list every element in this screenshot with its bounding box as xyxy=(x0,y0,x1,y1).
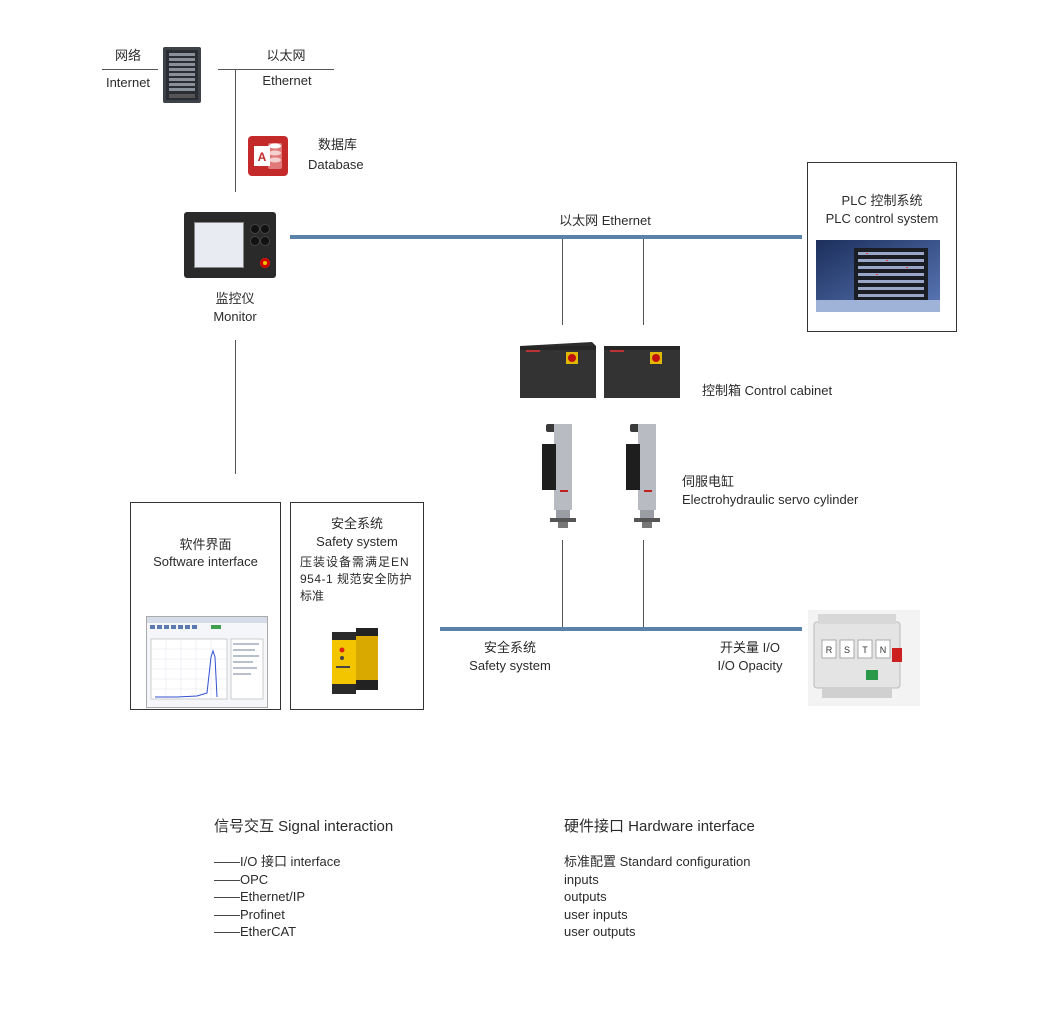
control-cabinet-image-1 xyxy=(520,342,596,398)
internet-underline xyxy=(102,69,158,70)
safety-box-desc-line1: 压装设备需满足EN xyxy=(300,555,410,569)
cylinder-bus-connector-2 xyxy=(643,540,644,627)
safety-box-desc-line3: 标准 xyxy=(300,589,325,603)
bus-cabinet-connector-2 xyxy=(643,239,644,325)
monitor-knob xyxy=(250,236,260,246)
safety-bus-line xyxy=(440,627,802,631)
signal-item: ——EtherCAT xyxy=(214,924,297,939)
servo-cylinder-image-2 xyxy=(626,424,660,528)
hardware-item: user inputs xyxy=(564,906,628,922)
safety-bus-label-cn: 安全系统 xyxy=(483,640,536,655)
monitor-software-connector xyxy=(235,340,236,474)
servo-cylinder-image-1 xyxy=(542,424,576,528)
ethernet-top-label-en: Ethernet xyxy=(262,73,312,88)
monitor-label-en: Monitor xyxy=(213,309,257,324)
io-label-cn: 开关量 I/O xyxy=(720,640,780,655)
servo-cylinder-label-en: Electrohydraulic servo cylinder xyxy=(682,492,859,507)
internet-label-en: Internet xyxy=(105,75,151,90)
safety-system-box: 安全系统 Safety system 压装设备需满足EN 954-1 规范安全防… xyxy=(290,502,424,710)
database-icon: A xyxy=(248,136,288,176)
monitor-knob xyxy=(260,236,270,246)
svg-text:R: R xyxy=(826,645,833,655)
plc-rack-image xyxy=(816,240,940,312)
servo-cylinder-label-cn: 伺服电缸 xyxy=(682,474,735,489)
hardware-item: inputs xyxy=(564,871,599,887)
hardware-item: 标准配置 Standard configuration xyxy=(564,854,751,869)
safety-relay-image xyxy=(332,628,378,694)
safety-bus-label-en: Safety system xyxy=(469,658,551,673)
safety-box-desc-line2: 954-1 规范安全防护 xyxy=(300,572,413,586)
emergency-stop-icon xyxy=(260,258,270,268)
monitor-label-cn: 监控仪 xyxy=(215,291,255,306)
ethernet-top-line xyxy=(218,69,334,70)
database-label-en: Database xyxy=(308,157,364,172)
signal-item: ——I/O 接口 interface xyxy=(214,854,341,869)
signal-item: ——Ethernet/IP xyxy=(214,889,306,904)
signal-interaction-title: 信号交互 Signal interaction xyxy=(214,818,394,835)
signal-item: ——OPC xyxy=(214,871,269,887)
database-label-cn: 数据库 xyxy=(318,137,358,152)
hardware-interface-title: 硬件接口 Hardware interface xyxy=(564,818,755,835)
hardware-item: user outputs xyxy=(564,924,636,939)
safety-box-label-cn: 安全系统 xyxy=(330,516,383,531)
signal-item: ——Profinet xyxy=(214,906,285,922)
svg-text:N: N xyxy=(880,645,887,655)
monitor-device-image xyxy=(184,212,276,278)
software-interface-label-en: Software interface xyxy=(153,554,258,569)
cylinder-bus-connector-1 xyxy=(562,540,563,627)
ethernet-top-label-cn: 以太网 xyxy=(266,48,306,63)
svg-text:T: T xyxy=(862,645,868,655)
signal-interaction-list: ——I/O 接口 interface ——OPC ——Ethernet/IP —… xyxy=(214,853,340,941)
monitor-knob xyxy=(250,224,260,234)
svg-text:S: S xyxy=(844,645,850,655)
software-interface-label-cn: 软件界面 xyxy=(179,537,232,552)
hardware-interface-list: 标准配置 Standard configuration inputs outpu… xyxy=(564,853,750,941)
svg-text:A: A xyxy=(258,150,267,164)
software-screenshot-image xyxy=(146,616,268,708)
bus-cabinet-connector-1 xyxy=(562,239,563,325)
ethernet-bus-line xyxy=(290,235,802,239)
ethernet-monitor-connector xyxy=(235,69,236,192)
io-label-en: I/O Opacity xyxy=(717,658,783,673)
server-icon xyxy=(163,47,201,103)
hardware-item: outputs xyxy=(564,889,607,904)
plc-label-en: PLC control system xyxy=(825,211,939,226)
ethernet-bus-label: 以太网 Ethernet xyxy=(559,213,651,228)
plc-label-cn: PLC 控制系统 xyxy=(841,193,923,208)
monitor-screen xyxy=(194,222,244,268)
safety-box-label-en: Safety system xyxy=(316,534,398,549)
control-cabinet-image-2 xyxy=(604,346,680,398)
monitor-knob xyxy=(260,224,270,234)
internet-label-cn: 网络 xyxy=(114,48,141,63)
control-cabinet-label: 控制箱 Control cabinet xyxy=(702,383,833,398)
